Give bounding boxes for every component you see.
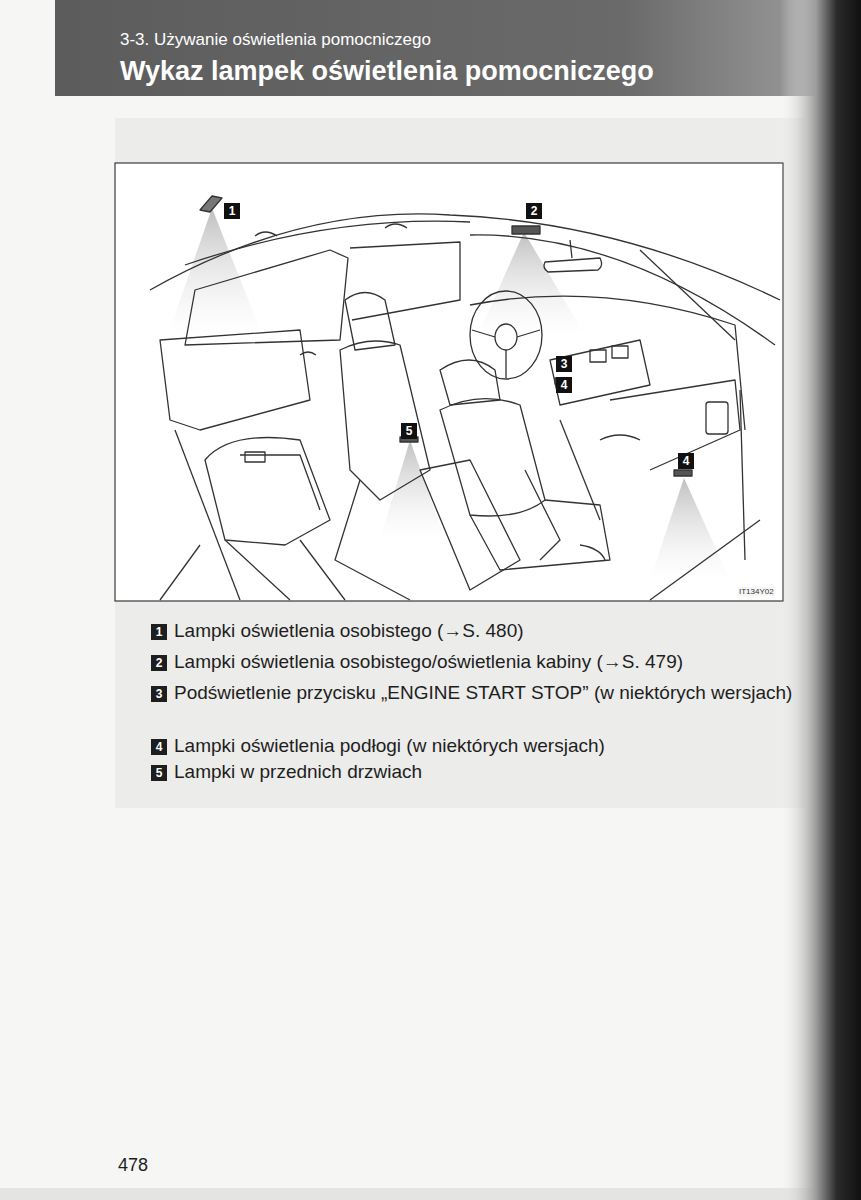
list-item: Podświetlenie przycisku „ENGINE START ST… [174, 682, 800, 704]
callout-number: 5 [151, 765, 167, 781]
callout-number: 1 [151, 624, 167, 640]
car-interior [150, 196, 780, 600]
figure-frame [115, 163, 783, 601]
scan-ghost [115, 118, 805, 808]
figure-code: IT134Y02 [738, 587, 775, 596]
list-item: Lampki oświetlenia osobistego (→S. 480) [174, 620, 800, 642]
header-band [55, 0, 815, 96]
callout-number: 4 [151, 739, 167, 755]
page-number: 478 [118, 1155, 148, 1176]
list-item: Lampki w przednich drzwiach [174, 761, 800, 783]
scan-edge [0, 1188, 861, 1200]
callout-number: 3 [151, 686, 167, 702]
scan-shadow [780, 0, 861, 1200]
callout-number: 3 [556, 356, 572, 372]
callout-number: 2 [526, 203, 542, 219]
list-item: Lampki oświetlenia podłogi (w niektórych… [174, 735, 800, 757]
list-item: Lampki oświetlenia osobistego/oświetleni… [174, 651, 800, 673]
callout-number: 5 [401, 423, 417, 439]
section-heading: 3-3. Używanie oświetlenia pomocniczego [120, 30, 431, 50]
callout-number: 4 [556, 377, 572, 393]
callout-number: 4 [678, 453, 694, 469]
page-title: Wykaz lampek oświetlenia pomocniczego [120, 56, 654, 87]
callout-number: 2 [151, 655, 167, 671]
callout-number: 1 [224, 203, 240, 219]
